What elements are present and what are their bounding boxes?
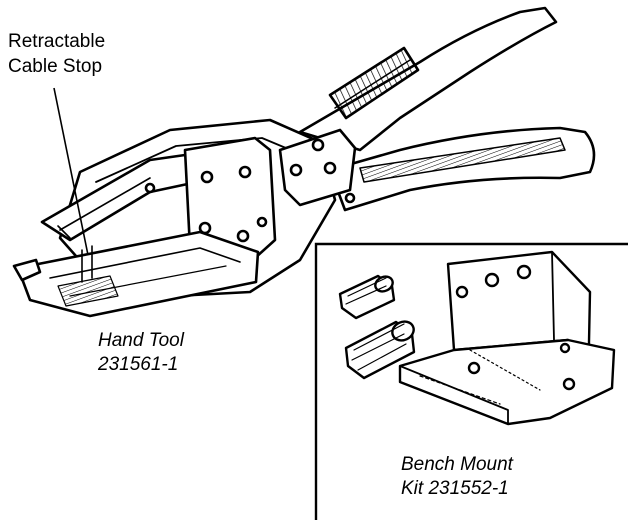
dowel-pin-lower — [344, 320, 416, 380]
cable-tray — [16, 230, 260, 318]
pivot-plate — [278, 128, 357, 207]
lower-handle-ruler — [359, 137, 566, 183]
tray-ribs — [57, 275, 119, 307]
hand-tool-label: Hand Tool — [98, 330, 184, 351]
bench-mount-label: Bench Mount — [401, 454, 513, 475]
cable-stop-label-line1: Retractable — [8, 31, 106, 52]
dowel-pin-upper — [338, 274, 396, 320]
bench-mount-drawing — [338, 250, 616, 426]
bench-mount-part-number: Kit 231552-1 — [401, 478, 509, 499]
hand-tool-part-number: 231561-1 — [98, 354, 179, 375]
cable-stop-label-line2: Cable Stop — [8, 56, 103, 77]
callout-leader-line — [53, 87, 89, 256]
upper-handle — [298, 6, 558, 152]
hand-tool-drawing — [12, 6, 596, 318]
